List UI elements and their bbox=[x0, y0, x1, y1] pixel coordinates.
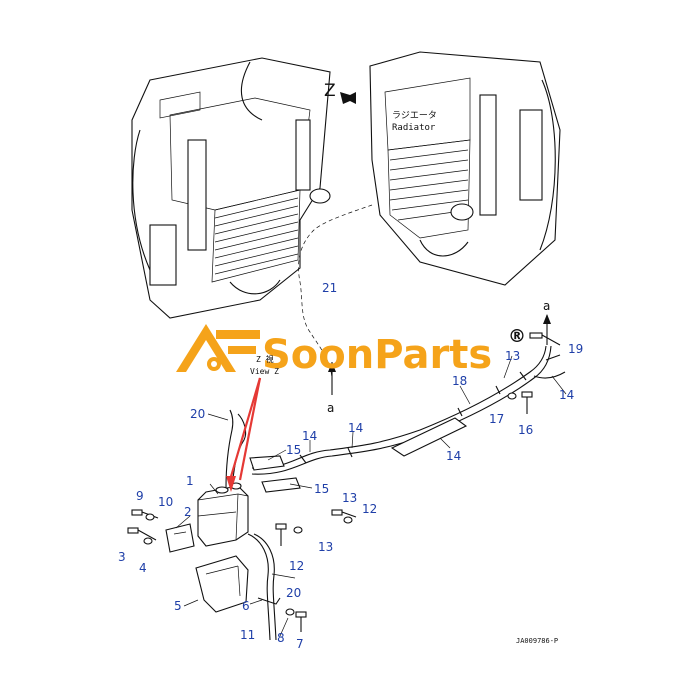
callout-14a: 14 bbox=[302, 429, 317, 443]
view-z-label-en: View Z bbox=[250, 367, 279, 376]
washer-13a bbox=[293, 526, 303, 534]
callout-11: 11 bbox=[240, 628, 255, 642]
hose-route-21 bbox=[298, 204, 373, 379]
view-z-label-jp: Z 視 bbox=[256, 355, 274, 364]
callout-18: 18 bbox=[452, 374, 467, 388]
arrow-a-bottom: a bbox=[327, 401, 334, 415]
callout-5: 5 bbox=[174, 599, 182, 613]
drawing-code: JA009786-P bbox=[516, 637, 558, 645]
washer-17 bbox=[507, 392, 517, 400]
callout-6: 6 bbox=[242, 599, 250, 613]
radiator-assembly-left bbox=[131, 57, 331, 319]
hose-18 bbox=[251, 345, 547, 469]
callout-14c: 14 bbox=[446, 449, 461, 463]
arrow-up-icon bbox=[328, 362, 336, 372]
callout-4: 4 bbox=[139, 561, 147, 575]
washer-10 bbox=[145, 513, 155, 521]
pointer-line-b bbox=[238, 377, 262, 481]
hose-clamps bbox=[299, 371, 527, 464]
callout-12a: 12 bbox=[289, 559, 304, 573]
callout-14d: 14 bbox=[559, 388, 574, 402]
callout-7: 7 bbox=[296, 637, 304, 651]
hose-sleeve-14 bbox=[390, 417, 468, 457]
callout-13a: 13 bbox=[342, 491, 357, 505]
leader-lines bbox=[175, 355, 567, 637]
washer-8 bbox=[285, 608, 295, 616]
callout-3: 3 bbox=[118, 550, 126, 564]
callout-17: 17 bbox=[489, 412, 504, 426]
bracket-5 bbox=[195, 555, 249, 613]
callout-15a: 15 bbox=[286, 443, 301, 457]
bracket-15a bbox=[249, 455, 285, 471]
soonparts-logo: SoonParts ® bbox=[176, 324, 526, 378]
callout-12b: 12 bbox=[362, 502, 377, 516]
bolt-12b bbox=[331, 509, 343, 516]
callout-16: 16 bbox=[518, 423, 533, 437]
reservoir-tank-1 bbox=[197, 409, 249, 547]
callout-20a: 20 bbox=[190, 407, 205, 421]
bolt-9 bbox=[131, 509, 143, 516]
callout-1: 1 bbox=[186, 474, 194, 488]
callout-9: 9 bbox=[136, 489, 144, 503]
arrow-a-top: a bbox=[543, 299, 550, 313]
callout-8: 8 bbox=[277, 631, 285, 645]
bolt-16 bbox=[521, 391, 533, 398]
bolt-7 bbox=[295, 611, 307, 618]
logo-text: SoonParts bbox=[262, 332, 492, 378]
bracket-2 bbox=[165, 523, 195, 553]
bolt-3 bbox=[127, 527, 139, 534]
view-z-marker: Z bbox=[324, 81, 336, 101]
callout-21: 21 bbox=[322, 281, 337, 295]
bolt-12a bbox=[275, 523, 287, 530]
washer-4 bbox=[143, 537, 153, 545]
callout-20b: 20 bbox=[286, 586, 301, 600]
callout-14b: 14 bbox=[348, 421, 363, 435]
radiator-assembly-right: ラジエータ Radiator bbox=[369, 51, 561, 286]
radiator-label-jp: ラジエータ bbox=[392, 110, 437, 121]
view-z-arrow-icon bbox=[340, 92, 356, 104]
callout-15b: 15 bbox=[314, 482, 329, 496]
bolt-19 bbox=[529, 332, 543, 339]
washer-13b bbox=[343, 516, 353, 524]
clip-6 bbox=[257, 597, 281, 605]
callout-13b: 13 bbox=[318, 540, 333, 554]
callout-13c: 13 bbox=[505, 349, 520, 363]
hose-20-lower bbox=[247, 533, 271, 641]
pointer-arrowhead-icon bbox=[226, 476, 236, 492]
callout-10: 10 bbox=[158, 495, 173, 509]
logo-mark-icon bbox=[176, 324, 236, 372]
callout-19: 19 bbox=[568, 342, 583, 356]
radiator-label-en: Radiator bbox=[392, 123, 436, 133]
logo-registered-mark: ® bbox=[508, 326, 526, 347]
arrow-up-icon bbox=[543, 314, 551, 324]
callout-2: 2 bbox=[184, 505, 192, 519]
pointer-line-a bbox=[228, 377, 262, 481]
callout-numbers: 1 2 3 4 5 6 7 8 9 10 11 12 12 13 13 13 1… bbox=[118, 342, 583, 651]
bracket-15b bbox=[261, 477, 301, 493]
